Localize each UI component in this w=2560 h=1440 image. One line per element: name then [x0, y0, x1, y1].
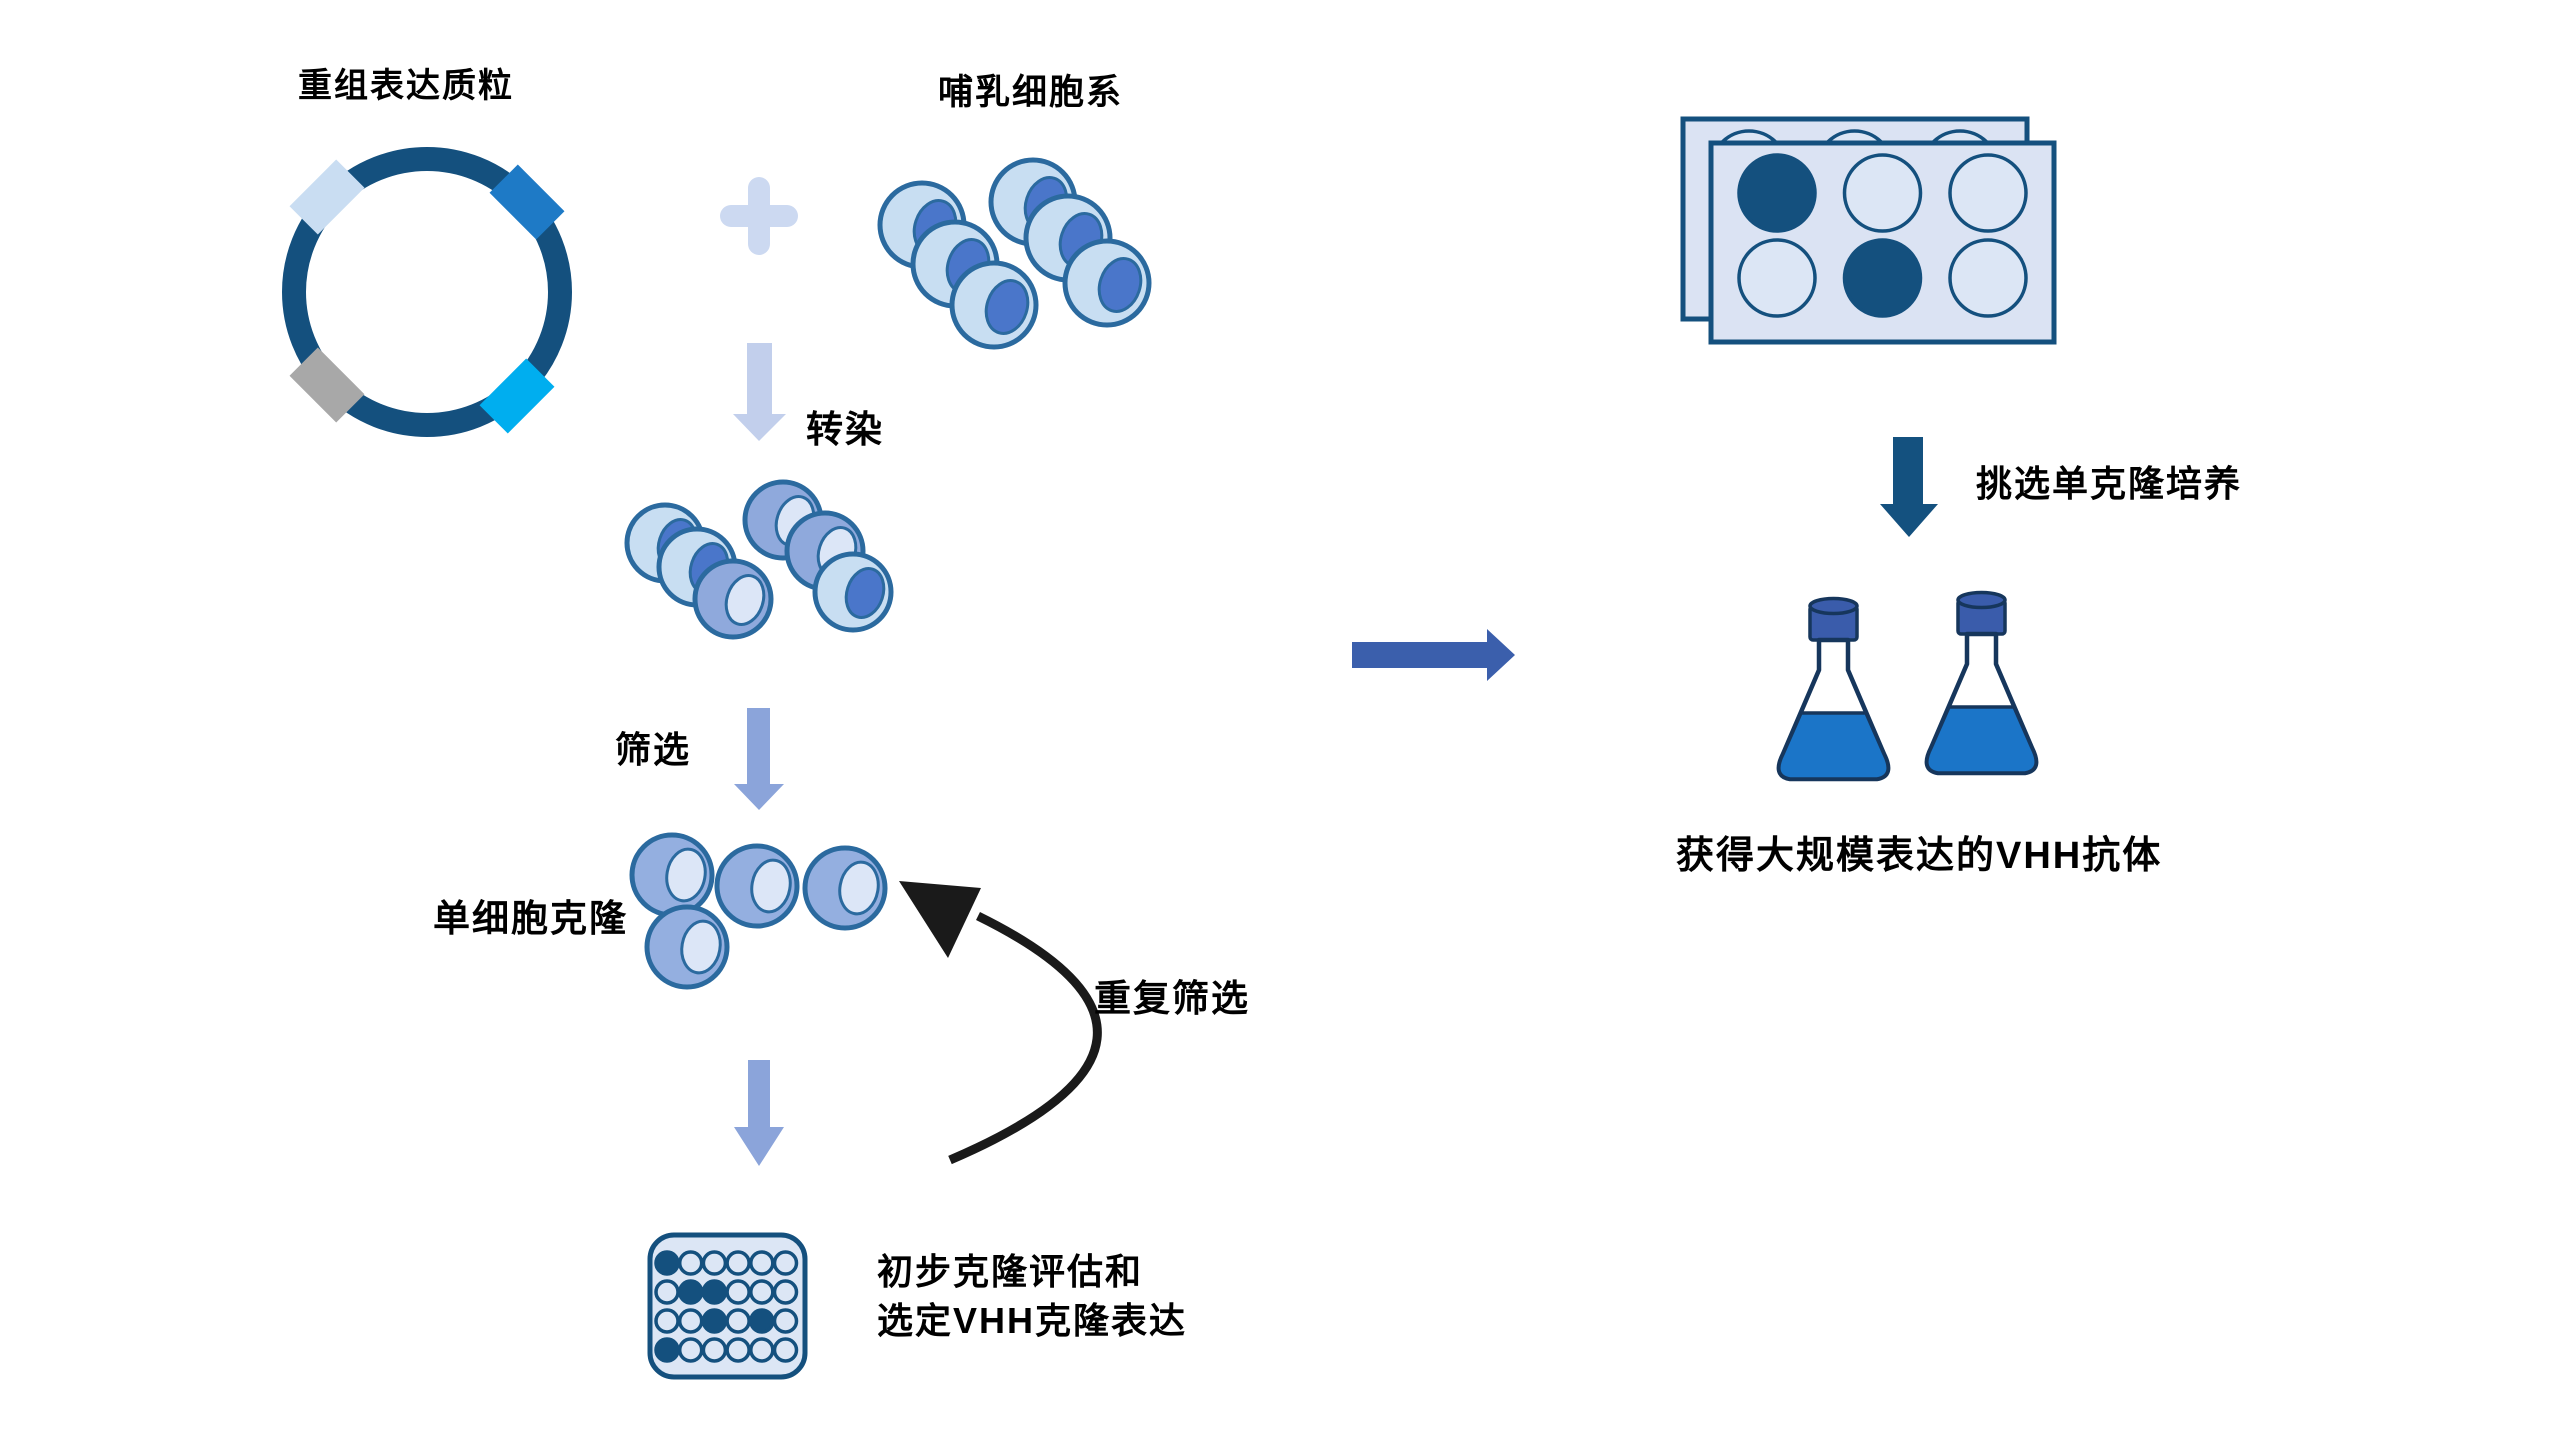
well-empty	[677, 1337, 704, 1363]
plasmid-segment-lightblue	[289, 159, 365, 235]
well-empty	[701, 1250, 728, 1276]
well-empty	[749, 1250, 775, 1276]
plate-caption-line2: 选定VHH克隆表达	[877, 1300, 1188, 1341]
down-arrow-to-plate-icon	[734, 1060, 784, 1166]
plasmid-label: 重组表达质粒	[298, 67, 514, 105]
plus-icon	[720, 177, 798, 255]
well-empty	[749, 1337, 775, 1363]
down-arrow-screening-icon	[734, 708, 784, 810]
final-result-label: 获得大规模表达的VHH抗体	[1676, 835, 2163, 877]
well-empty	[749, 1279, 775, 1305]
plate-caption: 初步克隆评估和 选定VHH克隆表达	[877, 1247, 1187, 1345]
multiwell-plate-icon	[647, 1232, 808, 1380]
well-empty	[772, 1308, 799, 1334]
multiwell-plate-wells	[654, 1250, 799, 1363]
cell-line-cluster-icon	[877, 157, 1152, 350]
well-empty	[725, 1308, 751, 1334]
six-well-plates-icon	[1680, 116, 2057, 345]
well-empty	[725, 1337, 751, 1363]
flask-icon	[1924, 590, 2039, 776]
well-empty	[654, 1279, 680, 1305]
flask-icon	[1776, 596, 1891, 782]
right-arrow-icon	[1352, 629, 1515, 681]
well-empty	[772, 1250, 799, 1276]
plasmid-icon	[282, 147, 572, 437]
well-empty	[677, 1308, 704, 1334]
down-arrow-transfection-icon	[733, 343, 786, 441]
well-filled	[701, 1279, 728, 1305]
well-empty	[1842, 153, 1923, 233]
single-cell-clone-label: 单细胞克隆	[433, 898, 628, 939]
curved-repeat-arrow-icon	[899, 881, 1102, 1165]
well-filled	[654, 1250, 680, 1276]
plasmid-segment-blue	[489, 164, 565, 240]
transfected-cells-icon	[624, 479, 894, 640]
single-cell-clones-icon	[629, 832, 888, 990]
well-filled	[749, 1308, 775, 1334]
well-empty	[725, 1279, 751, 1305]
well-empty	[772, 1279, 799, 1305]
well-filled	[677, 1279, 704, 1305]
well-empty	[772, 1337, 799, 1363]
pick-monoclonal-label: 挑选单克隆培养	[1976, 463, 2243, 504]
well-empty	[1948, 153, 2028, 233]
plasmid-segment-cyan	[479, 358, 555, 434]
six-well-plate-front-wells	[1737, 153, 2028, 318]
well-filled	[654, 1337, 680, 1363]
cell-line-label: 哺乳细胞系	[938, 73, 1124, 112]
well-filled	[1737, 153, 1817, 233]
plasmid-ring	[282, 147, 572, 437]
well-filled	[701, 1308, 728, 1334]
well-empty	[1737, 238, 1817, 318]
well-empty	[677, 1250, 704, 1276]
well-empty	[701, 1337, 728, 1363]
repeat-screening-label: 重复筛选	[1094, 978, 1250, 1019]
well-empty	[1948, 238, 2028, 318]
well-filled	[1842, 238, 1923, 318]
plate-caption-line1: 初步克隆评估和	[877, 1251, 1144, 1292]
down-arrow-pick-clone-icon	[1880, 437, 1938, 537]
well-empty	[725, 1250, 751, 1276]
well-empty	[654, 1308, 680, 1334]
screening-label: 筛选	[615, 729, 692, 770]
transfection-label: 转染	[806, 409, 884, 450]
plasmid-segment-gray	[289, 347, 365, 423]
